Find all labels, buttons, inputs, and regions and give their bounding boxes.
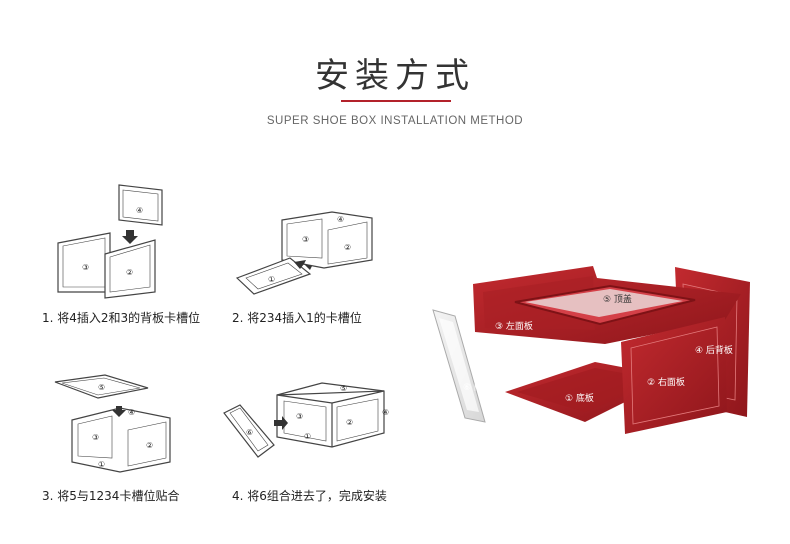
panel-1	[235, 257, 312, 295]
svg-text:① 底板: ① 底板	[565, 392, 594, 404]
arrow-right-icon	[274, 416, 288, 430]
svg-text:①: ①	[304, 432, 311, 441]
page-title: 安装方式	[315, 56, 475, 96]
svg-text:③ 左面板: ③ 左面板	[495, 320, 533, 332]
title-underline	[341, 100, 451, 102]
svg-text:②: ②	[126, 268, 133, 277]
svg-text:⑤ 顶盖: ⑤ 顶盖	[603, 293, 632, 305]
step1-caption: 1. 将4插入2和3的背板卡槽位	[42, 311, 201, 325]
svg-text:②: ②	[344, 243, 351, 252]
svg-text:③: ③	[302, 235, 309, 244]
svg-text:④: ④	[382, 408, 389, 417]
arrow-left-icon	[294, 260, 312, 270]
panel-5	[54, 374, 149, 399]
page-subtitle: SUPER SHOE BOX INSTALLATION METHOD	[266, 115, 524, 127]
step1-diagram: ④ ③ ②	[57, 184, 163, 299]
exploded-view: ⑤ 顶盖 ③ 左面板 ④ 后背板 ② 右面板 ① 底板 ⑥ 门板	[432, 266, 750, 434]
step2-caption: 2. 将234插入1的卡槽位	[232, 311, 362, 325]
svg-text:②: ②	[146, 441, 153, 450]
panel-6	[223, 404, 275, 458]
panel-4	[118, 184, 163, 226]
svg-text:②: ②	[346, 418, 353, 427]
assembled-234	[281, 211, 373, 269]
step3-caption: 3. 将5与1234卡槽位贴合	[42, 489, 180, 503]
step4-diagram: ⑤ ③ ② ④ ⑥ ①	[223, 382, 389, 458]
svg-text:①: ①	[268, 275, 275, 284]
svg-text:④: ④	[136, 206, 143, 215]
svg-text:⑤: ⑤	[98, 383, 105, 392]
svg-text:⑥: ⑥	[246, 428, 253, 437]
svg-text:④: ④	[337, 215, 344, 224]
assembled-1234	[71, 407, 171, 473]
step3-diagram: ⑤ ③ ② ④ ①	[54, 374, 171, 473]
step2-diagram: ③ ② ④ ①	[235, 211, 373, 295]
arrow-down-icon	[112, 406, 126, 417]
svg-text:⑤: ⑤	[340, 384, 347, 393]
svg-text:③: ③	[296, 412, 303, 421]
svg-text:④: ④	[128, 408, 135, 417]
svg-text:③: ③	[92, 433, 99, 442]
svg-text:③: ③	[82, 263, 89, 272]
arrow-down-icon	[122, 230, 138, 244]
svg-text:①: ①	[98, 460, 105, 469]
svg-text:④ 后背板: ④ 后背板	[695, 344, 733, 356]
svg-text:② 右面板: ② 右面板	[647, 376, 685, 388]
step4-caption: 4. 将6组合进去了，完成安装	[232, 489, 387, 503]
svg-text:⑥ 门板: ⑥ 门板	[463, 381, 492, 393]
right-panel	[621, 317, 727, 434]
